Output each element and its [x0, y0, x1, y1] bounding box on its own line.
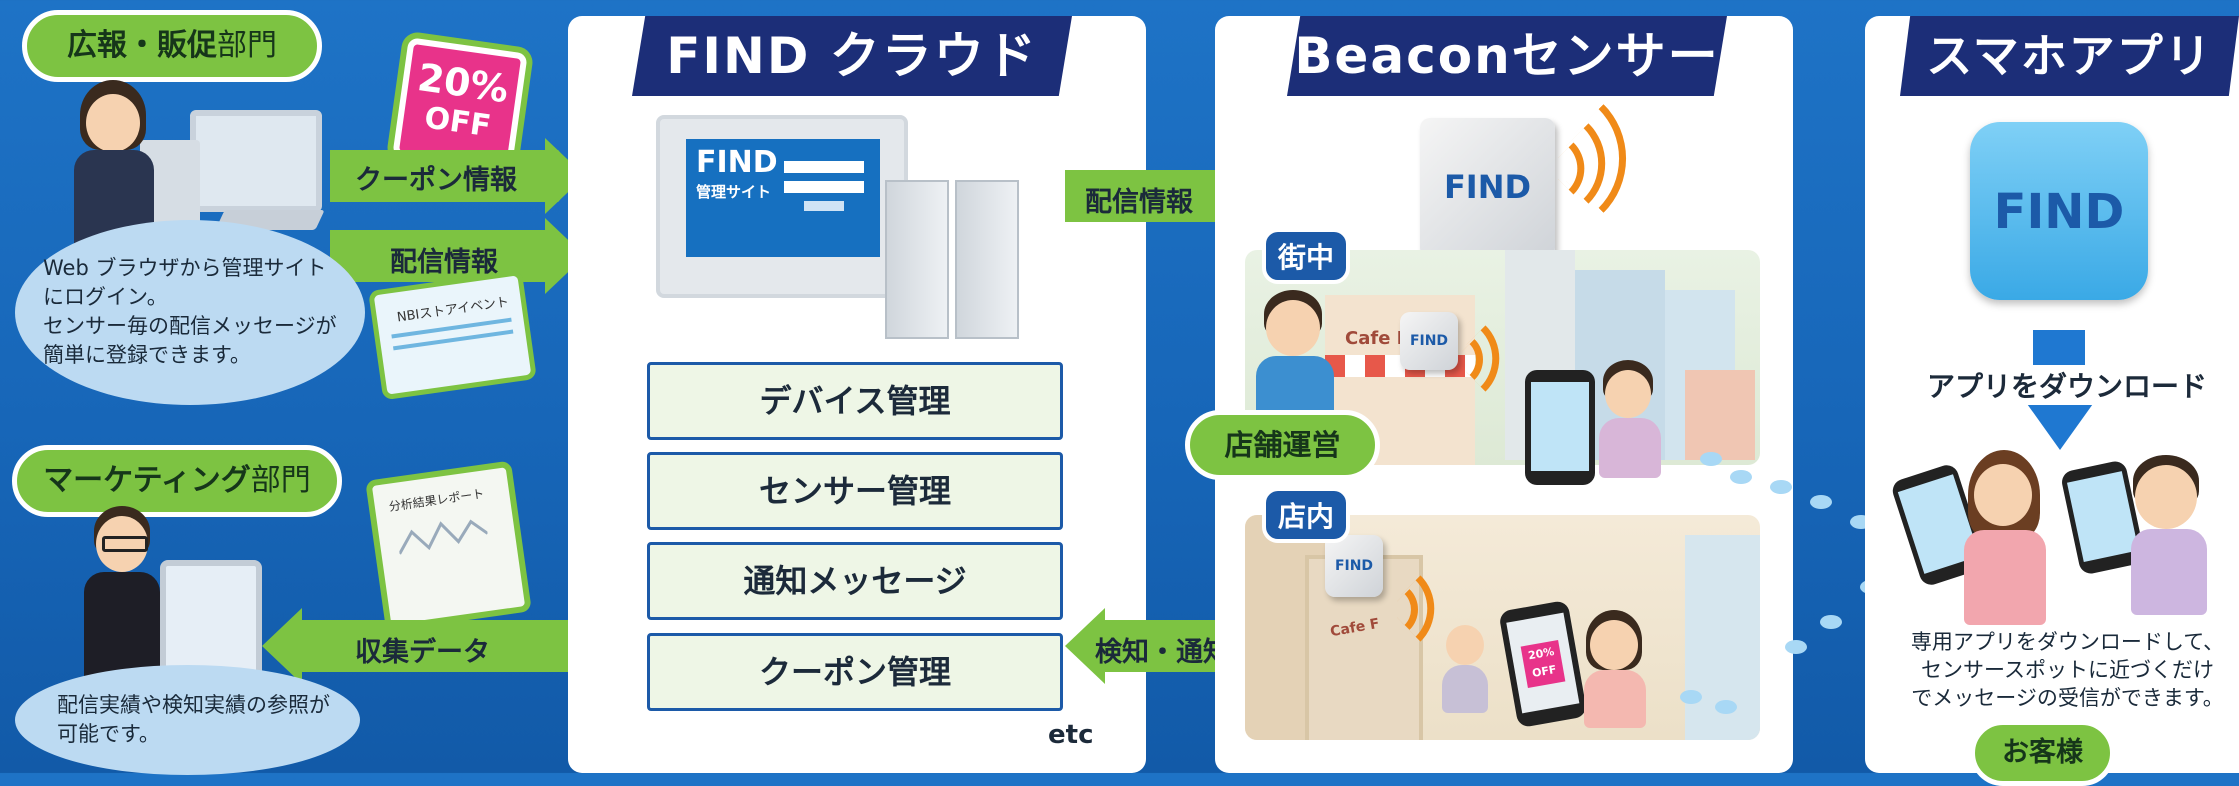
- sensor-management-item: センサー管理: [647, 452, 1063, 530]
- customer-woman-illustration: [1960, 450, 2050, 625]
- to-beacon-arrow: [1065, 170, 1220, 222]
- device-management-item: デバイス管理: [647, 362, 1063, 440]
- coupon-info-arrow: [330, 150, 580, 202]
- marketing-note-bubble: 配信実績や検知実績の参照が 可能です。: [15, 665, 360, 775]
- footprint-2: [1730, 470, 1752, 484]
- etc-label: etc: [1048, 720, 1094, 750]
- footprint-7: [1820, 615, 1842, 629]
- admin-site-monitor: FIND 管理サイト: [656, 115, 908, 298]
- marketing-dept-normal: 部門: [250, 463, 311, 498]
- monitor-icon: [190, 110, 322, 212]
- coupon-management-item: クーポン管理: [647, 633, 1063, 711]
- pr-dept-label: 広報・販促部門: [22, 10, 322, 82]
- phone-coupon-badge: 20% OFF: [1520, 640, 1566, 688]
- find-cloud-title: FIND クラウド: [632, 16, 1072, 96]
- footprint-4: [1810, 495, 1832, 509]
- admin-site-label: 管理サイト: [696, 183, 772, 201]
- customer-label: お客様: [1970, 720, 2115, 786]
- analysis-report-doc: 分析結果レポート: [365, 460, 532, 632]
- marketing-staff-illustration: [80, 500, 270, 692]
- download-label: アプリをダウンロード: [1923, 365, 2212, 405]
- footprint-8: [1785, 640, 1807, 654]
- notification-message-item: 通知メッセージ: [647, 542, 1063, 620]
- collected-data-arrow: [300, 620, 568, 672]
- server-unit-2: [955, 180, 1019, 339]
- store-ops-label: 店舗運営: [1185, 410, 1380, 480]
- indoor-tag: 店内: [1262, 487, 1351, 543]
- street-customer-illustration: [1595, 360, 1665, 480]
- beacon-device: FIND: [1420, 118, 1555, 258]
- street-smartphone: [1525, 370, 1595, 485]
- indoor-man-illustration: [1440, 625, 1490, 715]
- to-beacon-arrow-label: 配信情報: [1085, 187, 1193, 218]
- indoor-woman-illustration: [1580, 610, 1650, 730]
- street-tag: 街中: [1262, 228, 1351, 284]
- find-app-icon: FIND: [1970, 122, 2148, 300]
- to-cloud-arrow: [1100, 620, 1235, 672]
- app-title: スマホアプリ: [1900, 16, 2239, 96]
- street-beacon-device: FIND: [1400, 312, 1458, 370]
- delivery-arrow-label: 配信情報: [390, 247, 498, 278]
- server-unit-1: [885, 180, 949, 339]
- pr-note-bubble: Web ブラウザから管理サイト にログイン。 センサー毎の配信メッセージが 簡単…: [15, 220, 365, 405]
- indoor-beacon-device: FIND: [1325, 535, 1383, 597]
- app-note: 専用アプリをダウンロードして、 センサースポットに近づくだけ でメッセージの受信…: [1910, 630, 2225, 710]
- marketing-dept-bold: マーケティング: [43, 463, 251, 498]
- admin-site-logo: FIND: [696, 145, 778, 180]
- street-scene: Cafe F: [1245, 250, 1760, 465]
- footprint-1: [1700, 452, 1722, 466]
- collect-arrow-label: 収集データ: [355, 637, 490, 668]
- pr-dept-bold: 広報・販促: [67, 28, 217, 63]
- footprint-9: [1680, 690, 1702, 704]
- pr-dept-normal: 部門: [217, 28, 277, 63]
- marketing-dept-label: マーケティング部門: [12, 445, 342, 517]
- footprint-3: [1770, 480, 1792, 494]
- coupon-arrow-label: クーポン情報: [355, 165, 517, 196]
- beacon-title: Beaconセンサー: [1287, 16, 1727, 96]
- event-card: NBIストアイベント: [368, 269, 537, 401]
- customer-man-illustration: [2125, 455, 2210, 615]
- footprint-10: [1715, 700, 1737, 714]
- cafe-sign: Cafe F: [1345, 328, 1409, 349]
- to-cloud-arrow-label: 検知・通知: [1095, 637, 1230, 668]
